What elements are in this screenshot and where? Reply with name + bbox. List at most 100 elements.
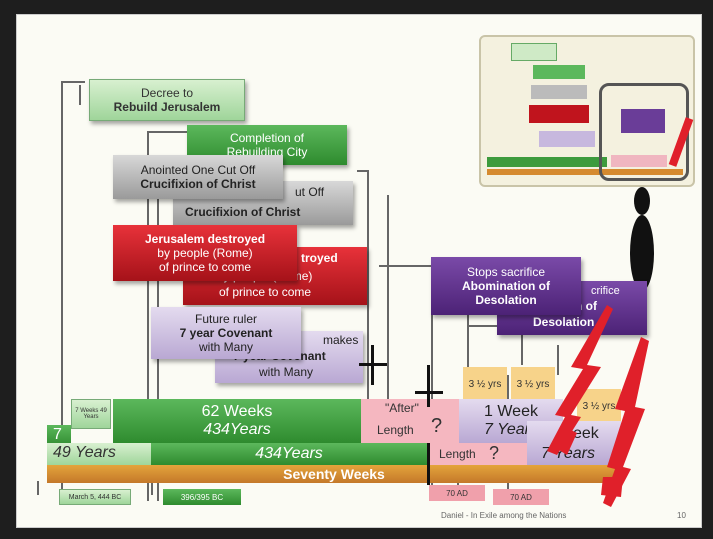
thumbnail-bar-orange bbox=[487, 169, 683, 175]
length-box-2: Length ? bbox=[427, 443, 527, 465]
thumbnail-box-purple bbox=[621, 109, 665, 133]
sixty-two-weeks-label: 62 Weeks bbox=[201, 403, 273, 420]
after-length-box: "After" Length ? bbox=[361, 399, 459, 443]
length-label-2: Length bbox=[439, 447, 476, 461]
covenant-back-line3: with Many bbox=[259, 365, 314, 379]
thumbnail-bar-green bbox=[487, 157, 607, 167]
seven-left-label: 7 bbox=[53, 426, 62, 443]
thumbnail-bar-pink bbox=[611, 155, 667, 167]
future-ruler-line1: Future ruler bbox=[194, 312, 258, 326]
jerusalem-back-line3: of prince to come bbox=[219, 285, 312, 299]
slide: Decree to Rebuild Jerusalem Completion o… bbox=[16, 14, 702, 528]
connector-line bbox=[467, 305, 469, 425]
forty-nine-years-bar: 49 Years bbox=[47, 443, 151, 465]
four34-years-top-label: 434Years bbox=[203, 421, 271, 438]
thumbnail-box-red bbox=[529, 105, 589, 123]
connector-line bbox=[431, 265, 433, 495]
stops-front-line2: Abomination of bbox=[462, 279, 550, 293]
four34-years-bottom-label: 434Years bbox=[255, 445, 323, 462]
cut-off-front-line2: Crucifixion of Christ bbox=[140, 177, 256, 191]
forty-nine-years-label: 49 Years bbox=[53, 444, 116, 461]
red-lightning-arrow-1 bbox=[547, 305, 613, 455]
connector-line bbox=[151, 481, 153, 495]
length-label: Length bbox=[377, 423, 414, 437]
small-7-weeks-box: 7 Weeks 49 Years bbox=[71, 399, 111, 429]
ad70-label-1: 70 AD bbox=[446, 488, 468, 498]
ad70-label-2: 70 AD bbox=[510, 492, 532, 502]
thumbnail-preview[interactable] bbox=[479, 35, 695, 187]
one-week-label: 1 Week bbox=[484, 403, 538, 420]
seventy-weeks-bar: Seventy Weeks bbox=[47, 465, 621, 483]
bc-date-label: 396/395 BC bbox=[180, 492, 224, 502]
thumbnail-box-green bbox=[511, 43, 557, 61]
jerusalem-back-line1: troyed bbox=[301, 251, 338, 265]
completion-line1: Completion of bbox=[229, 131, 305, 145]
future-ruler-box: Future ruler 7 year Covenant with Many bbox=[151, 307, 301, 359]
connector-line bbox=[37, 481, 39, 495]
connector-line bbox=[147, 131, 149, 501]
half-week-label-1: 3 ½ yrs bbox=[468, 378, 502, 390]
footer-text: Daniel - In Exile among the Nations bbox=[441, 511, 567, 520]
half-week-box-2: 3 ½ yrs bbox=[511, 367, 555, 401]
magnifier-shape bbox=[630, 187, 654, 291]
thumbnail-box-gray bbox=[531, 85, 587, 99]
marker-bar bbox=[415, 391, 443, 394]
decree-box: Decree to Rebuild Jerusalem bbox=[89, 79, 245, 121]
future-ruler-line3: with Many bbox=[198, 340, 254, 354]
stops-front-box: Stops sacrifice Abomination of Desolatio… bbox=[431, 257, 581, 315]
half-week-label-2: 3 ½ yrs bbox=[516, 378, 550, 390]
connector-line bbox=[79, 85, 81, 105]
connector-line bbox=[557, 345, 559, 375]
jerusalem-front-box: Jerusalem destroyed by people (Rome) of … bbox=[113, 225, 297, 281]
cut-off-front-line1: Anointed One Cut Off bbox=[140, 163, 256, 177]
future-ruler-line2: 7 year Covenant bbox=[179, 326, 273, 340]
seven-left-bar: 7 bbox=[47, 425, 71, 447]
connector-line bbox=[61, 81, 63, 501]
half-week-label-3: 3 ½ yrs bbox=[582, 400, 616, 412]
week-partial-label: eek bbox=[573, 425, 599, 442]
question-mark-2: ? bbox=[489, 443, 500, 463]
bc-date-box: 396/395 BC bbox=[163, 489, 241, 505]
after-label: "After" bbox=[385, 401, 419, 415]
march-date-label: March 5, 444 BC bbox=[68, 493, 122, 501]
connector-line bbox=[387, 195, 389, 450]
ad70-box-2: 70 AD bbox=[493, 489, 549, 505]
connector-line bbox=[379, 265, 433, 267]
cut-off-back-line1: ut Off bbox=[295, 185, 325, 199]
stops-front-line3: Desolation bbox=[475, 293, 537, 307]
small-7-weeks-label: 7 Weeks 49 Years bbox=[75, 408, 107, 420]
four34-years-bottom-bar: 434Years bbox=[151, 443, 427, 465]
stops-front-line1: Stops sacrifice bbox=[466, 265, 546, 279]
marker-bar bbox=[359, 363, 387, 366]
connector-line bbox=[367, 170, 369, 420]
covenant-back-line1: makes bbox=[323, 333, 359, 347]
connector-line bbox=[521, 325, 523, 365]
week-box-2: eek 7 Years bbox=[527, 421, 621, 465]
march-date-box: March 5, 444 BC bbox=[59, 489, 131, 505]
connector-line bbox=[357, 170, 369, 172]
half-week-box-3: 3 ½ yrs bbox=[577, 389, 621, 423]
sixty-two-weeks-bar: 62 Weeks 434Years bbox=[113, 399, 361, 443]
thumbnail-box-green bbox=[533, 65, 585, 79]
cut-off-front-box: Anointed One Cut Off Crucifixion of Chri… bbox=[113, 155, 283, 199]
seventy-weeks-label: Seventy Weeks bbox=[283, 466, 385, 482]
jerusalem-front-line2: by people (Rome) bbox=[157, 246, 253, 260]
marker-bar bbox=[427, 365, 430, 407]
thumbnail-box-lav bbox=[539, 131, 595, 147]
marker-bar bbox=[427, 443, 430, 485]
red-lightning-arrow-2 bbox=[601, 337, 649, 507]
connector-line bbox=[61, 81, 85, 83]
seven-years-label: 7 Years bbox=[484, 421, 538, 438]
decree-line1: Decree to bbox=[140, 86, 194, 100]
decree-line2: Rebuild Jerusalem bbox=[113, 100, 221, 114]
page-number: 10 bbox=[677, 511, 686, 520]
stops-back-line1: crifice bbox=[591, 285, 620, 297]
connector-line bbox=[147, 131, 187, 133]
stops-back-line3: Desolation bbox=[533, 315, 595, 329]
jerusalem-front-line1: Jerusalem destroyed bbox=[144, 232, 266, 246]
connector-line bbox=[467, 325, 521, 327]
half-week-box-1: 3 ½ yrs bbox=[463, 367, 507, 401]
question-mark: ? bbox=[431, 415, 443, 437]
cut-off-back-line2: Crucifixion of Christ bbox=[185, 205, 301, 219]
